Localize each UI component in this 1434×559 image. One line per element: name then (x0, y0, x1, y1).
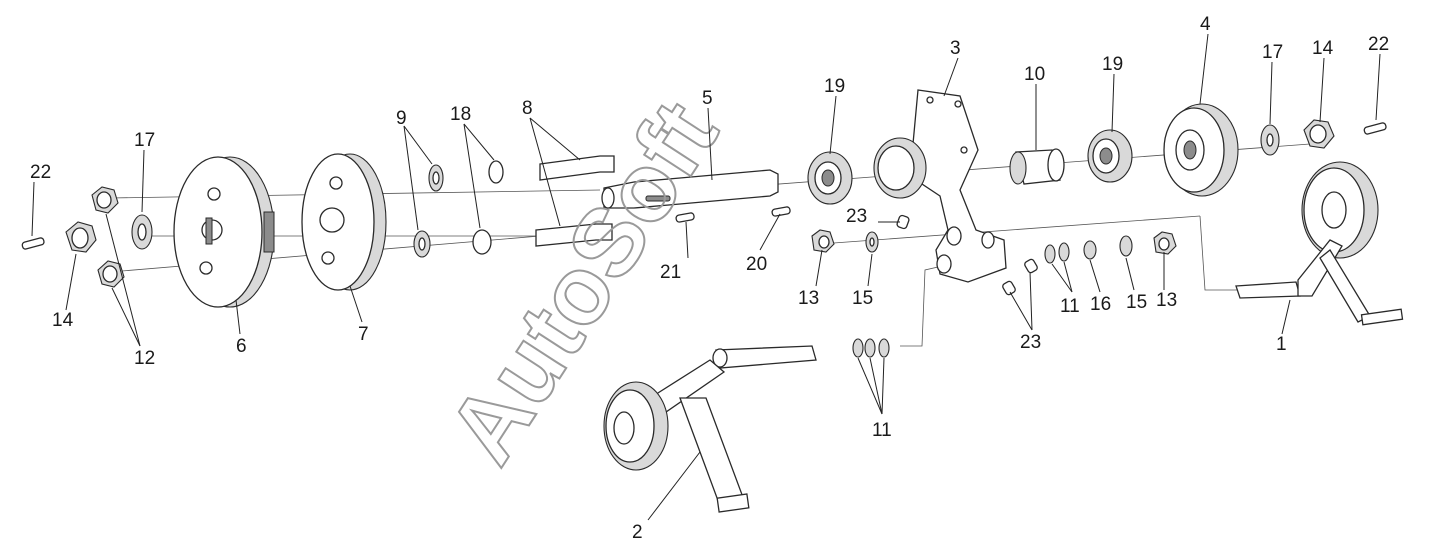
label-19-right: 19 (1102, 54, 1123, 75)
label-19-left: 19 (824, 76, 845, 97)
label-5: 5 (702, 88, 713, 109)
label-4: 4 (1200, 14, 1211, 35)
label-21: 21 (660, 262, 681, 283)
washers-9 (413, 164, 444, 258)
label-11-bottom: 11 (872, 420, 892, 441)
set-screws-23 (896, 214, 1038, 296)
washer-left (131, 214, 153, 250)
small-hardware (811, 229, 1177, 358)
label-6: 6 (236, 336, 247, 357)
bracket-3 (873, 89, 1007, 283)
nut-left (65, 221, 97, 253)
cotter-pin-left (21, 237, 45, 250)
pulley-7 (301, 153, 387, 291)
sleeve-10 (1009, 148, 1065, 185)
label-15-left: 15 (852, 288, 873, 309)
label-16: 16 (1090, 294, 1111, 315)
label-23-bottom: 23 (1020, 332, 1041, 353)
bearing-19-right (1087, 129, 1133, 183)
label-8: 8 (522, 98, 533, 119)
nut-right (1303, 119, 1335, 149)
label-17-right: 17 (1262, 42, 1283, 63)
pulley-6 (173, 156, 275, 308)
label-1: 1 (1276, 334, 1287, 355)
label-13-left: 13 (798, 288, 819, 309)
washer-right (1260, 124, 1280, 156)
label-17-left: 17 (134, 130, 155, 151)
idler-arm-2 (603, 345, 817, 513)
shaft-5 (601, 169, 791, 223)
label-22-left: 22 (30, 162, 51, 183)
cotter-pin-right (1363, 122, 1387, 135)
label-15-right: 15 (1126, 292, 1147, 313)
tension-arm-1 (1235, 161, 1404, 326)
label-9: 9 (396, 108, 407, 129)
label-20: 20 (746, 254, 767, 275)
pins-8 (535, 155, 615, 247)
leader-lines (31, 33, 1381, 521)
label-22-right: 22 (1368, 34, 1389, 55)
label-11-right: 11 (1060, 296, 1080, 317)
label-18: 18 (450, 104, 471, 125)
nuts-12 (91, 186, 125, 288)
label-2: 2 (632, 522, 643, 543)
bearing-19-left (807, 151, 853, 205)
label-3: 3 (950, 38, 961, 59)
label-10: 10 (1024, 64, 1045, 85)
snap-rings-18 (472, 160, 504, 255)
label-14-left: 14 (52, 310, 74, 331)
pulley-4 (1163, 103, 1239, 197)
part-labels: 22 17 14 12 6 7 9 18 8 5 21 20 19 23 13 … (30, 14, 1389, 543)
label-7: 7 (358, 324, 369, 345)
label-13-right: 13 (1156, 290, 1177, 311)
label-12: 12 (134, 348, 155, 369)
label-23-top: 23 (846, 206, 867, 227)
label-14-right: 14 (1312, 38, 1334, 59)
